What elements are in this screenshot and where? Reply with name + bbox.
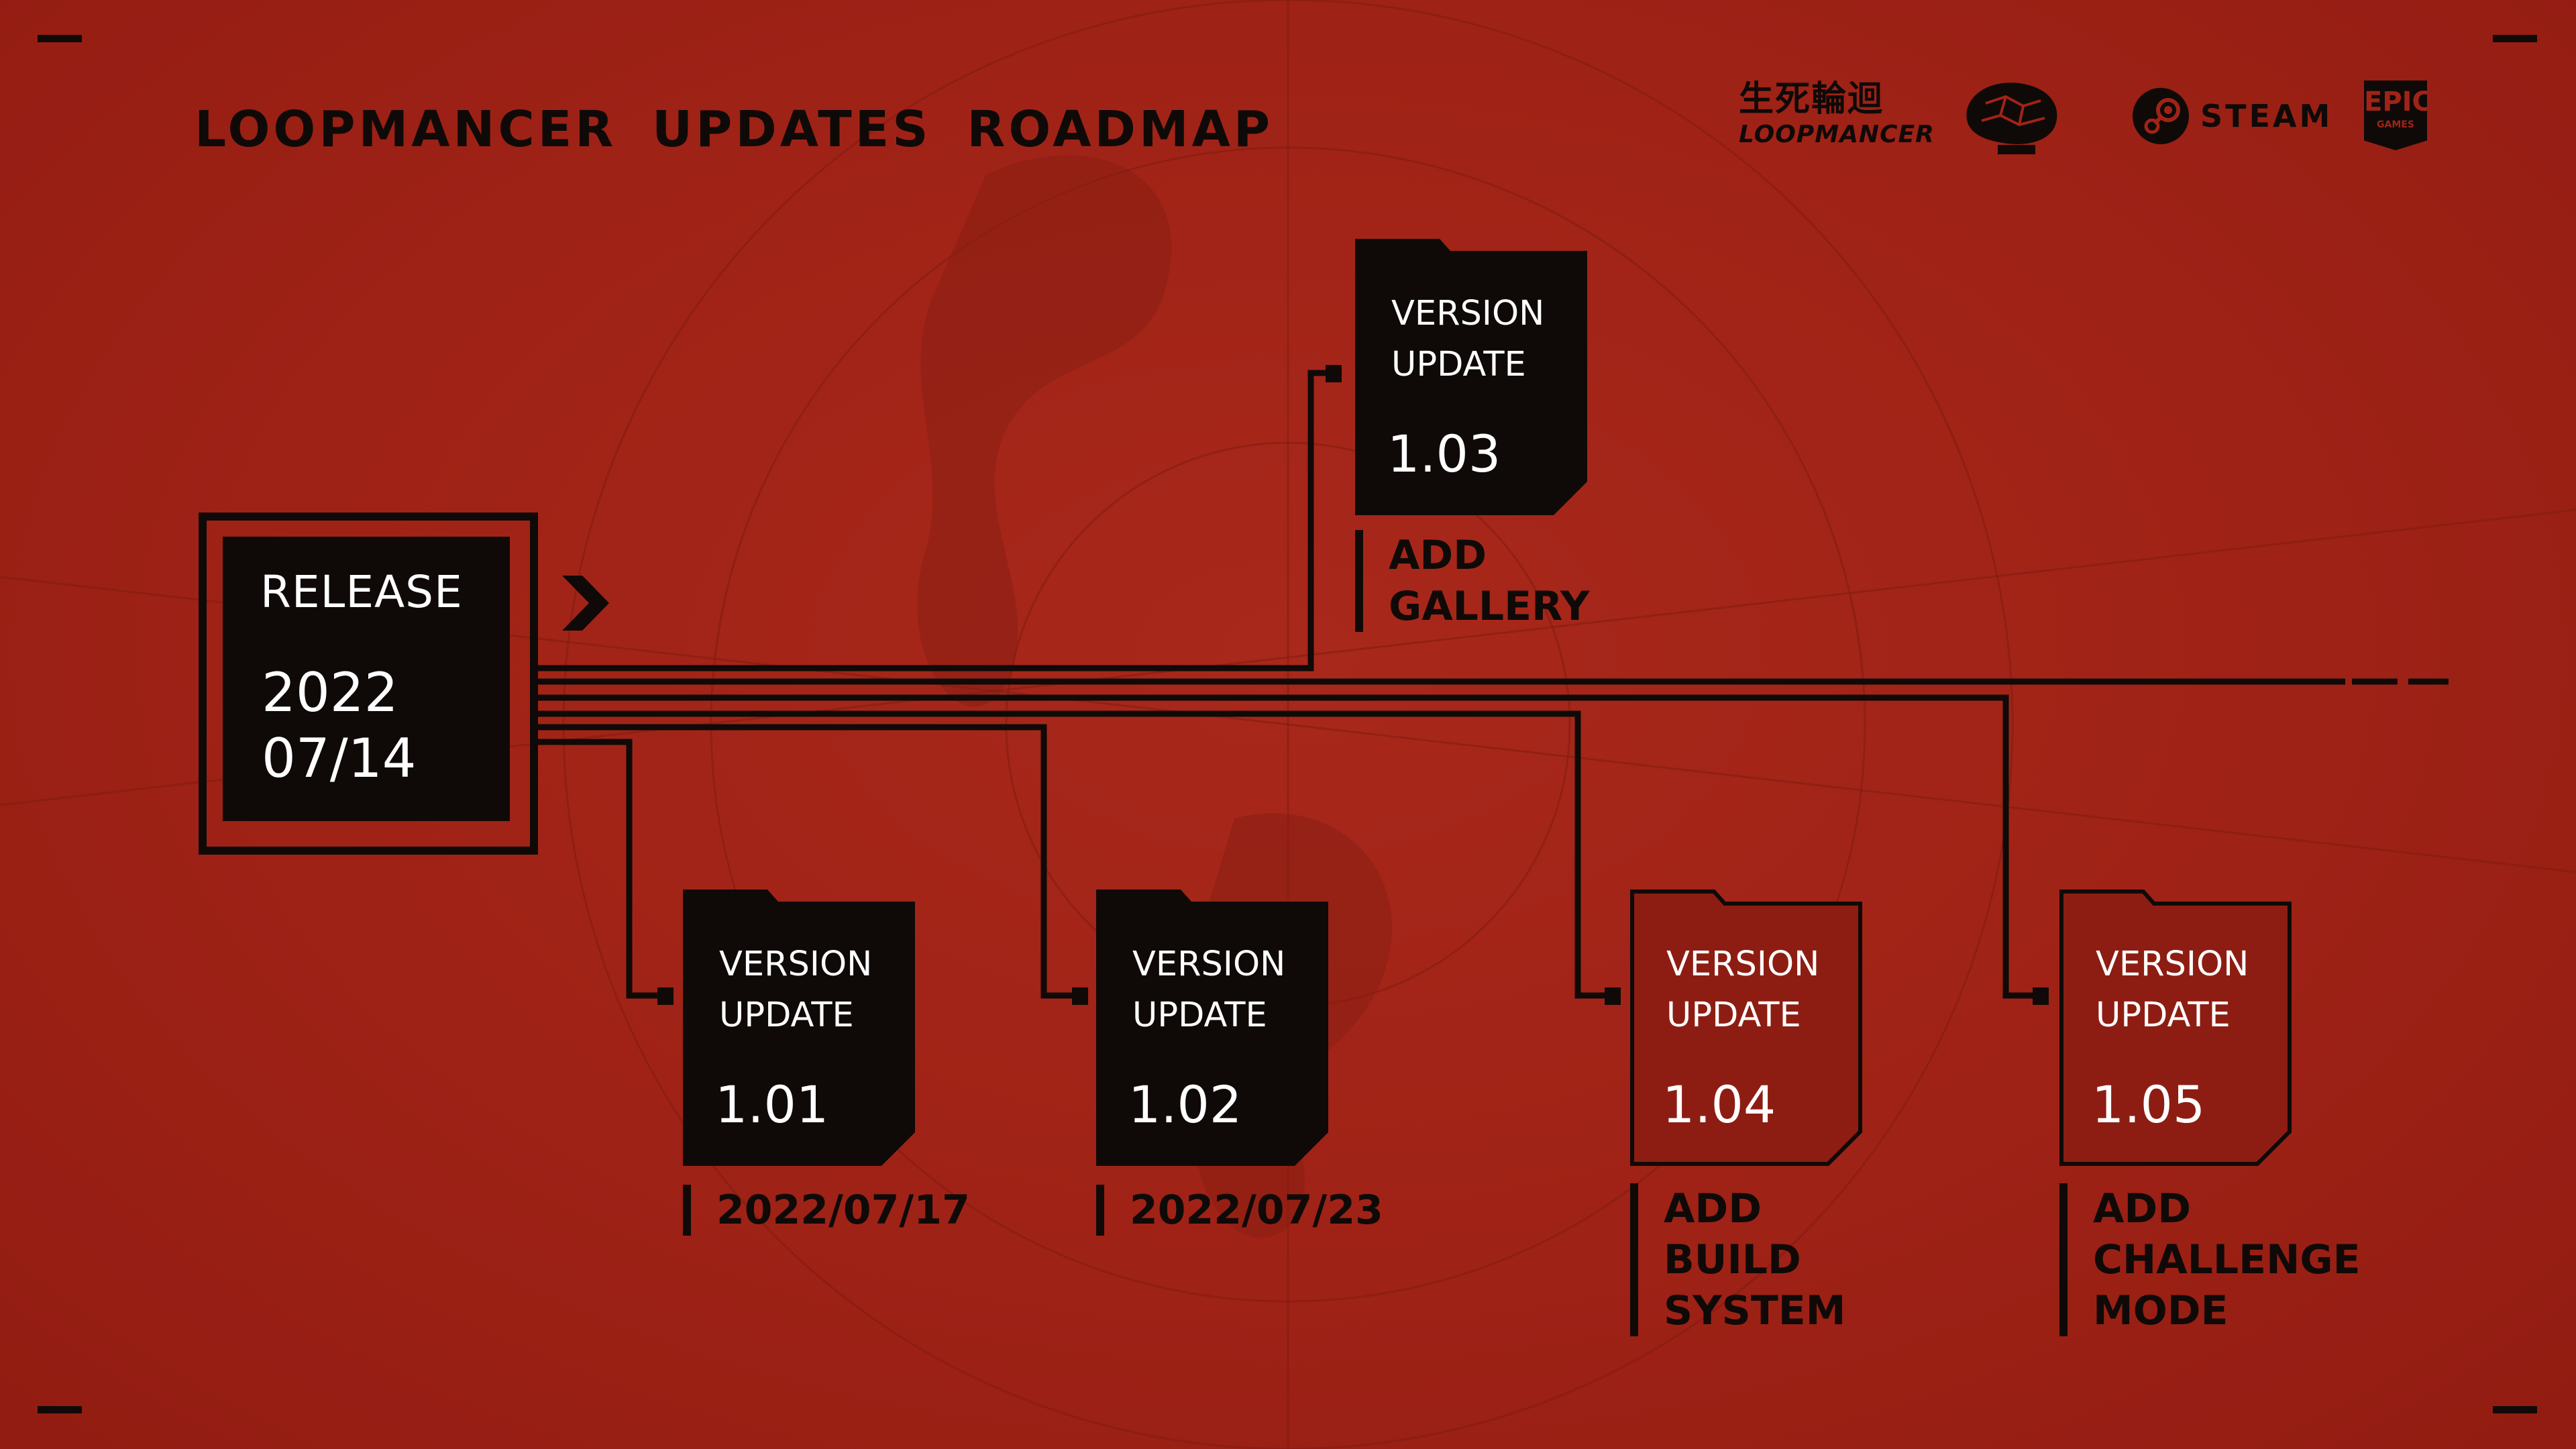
corner-mark-bottom-right: [2493, 1406, 2537, 1413]
corner-mark-top-right: [2493, 35, 2537, 42]
version-card-label-2: UPDATE: [1132, 996, 1267, 1035]
corner-mark-bottom-left: [38, 1406, 82, 1413]
caption-line: ADD: [2093, 1185, 2192, 1232]
version-card-1-04: VERSION UPDATE 1.04: [1630, 890, 1862, 1166]
caption-line: MODE: [2093, 1287, 2229, 1334]
version-card-1-01: VERSION UPDATE 1.01: [683, 890, 915, 1166]
corner-mark-top-left: [38, 35, 82, 42]
version-card-label-2: UPDATE: [719, 996, 854, 1035]
version-caption-1-04: ADD BUILD SYSTEM: [1630, 1183, 1846, 1336]
steam-icon: [2133, 88, 2189, 144]
version-card-label-2: UPDATE: [2096, 996, 2231, 1035]
caption-line: ADD: [1664, 1185, 1762, 1232]
branch-1-03: [530, 370, 1328, 672]
steam-logo: STEAM: [2131, 86, 2330, 146]
branch-1-05: [530, 694, 2039, 999]
caption-line: SYSTEM: [1664, 1287, 1846, 1334]
epic-games-icon: EPIC GAMES: [2364, 80, 2427, 150]
version-number: 1.05: [2092, 1075, 2206, 1134]
version-number: 1.01: [715, 1075, 829, 1134]
caption-line: 2022/07/23: [1130, 1187, 1383, 1234]
epic-logo-bottom: GAMES: [2377, 119, 2414, 130]
version-card-label-1: VERSION: [1391, 294, 1545, 333]
version-card-label-1: VERSION: [1132, 945, 1286, 984]
version-card-label-1: VERSION: [1666, 945, 1820, 984]
caption-line: 2022/07/17: [716, 1187, 970, 1234]
branch-1-01: [530, 739, 668, 999]
version-card-1-05: VERSION UPDATE 1.05: [2059, 890, 2292, 1166]
version-card-label-1: VERSION: [2096, 945, 2249, 984]
version-number: 1.04: [1662, 1075, 1776, 1134]
release-day: 07/14: [262, 727, 417, 790]
chevron-right-icon: [562, 576, 609, 631]
epic-logo-top: EPIC: [2364, 87, 2432, 117]
caption-line: CHALLENGE: [2093, 1236, 2361, 1283]
release-box: RELEASE 2022 07/14: [223, 537, 510, 821]
loopmancer-logo-cn: 生死輪迴: [1739, 78, 1884, 119]
version-caption-1-05: ADD CHALLENGE MODE: [2059, 1183, 2361, 1336]
release-year: 2022: [262, 661, 398, 724]
branch-1-02: [530, 724, 1081, 999]
caption-line: BUILD: [1664, 1236, 1801, 1283]
caption-line: ADD: [1389, 532, 1487, 579]
page-title: LOOPMANCER UPDATES ROADMAP: [195, 101, 1274, 158]
version-card-1-02: VERSION UPDATE 1.02: [1096, 890, 1328, 1166]
version-caption-1-02: 2022/07/23: [1096, 1185, 1383, 1236]
version-caption-1-01: 2022/07/17: [683, 1185, 970, 1236]
version-card-label-2: UPDATE: [1391, 345, 1526, 384]
steam-label: STEAM: [2200, 98, 2333, 134]
caption-line: GALLERY: [1389, 583, 1590, 630]
release-label: RELEASE: [260, 566, 463, 618]
version-card-label-2: UPDATE: [1666, 996, 1801, 1035]
ebrain-studio-logo-icon: [1959, 72, 2066, 160]
version-caption-1-03: ADD GALLERY: [1355, 530, 1590, 632]
version-number: 1.03: [1387, 424, 1501, 484]
version-card-1-03: VERSION UPDATE 1.03: [1355, 239, 1587, 515]
branch-1-04: [530, 710, 1610, 999]
version-card-label-1: VERSION: [719, 945, 873, 984]
release-frame: [199, 513, 538, 855]
version-number: 1.02: [1128, 1075, 1242, 1134]
